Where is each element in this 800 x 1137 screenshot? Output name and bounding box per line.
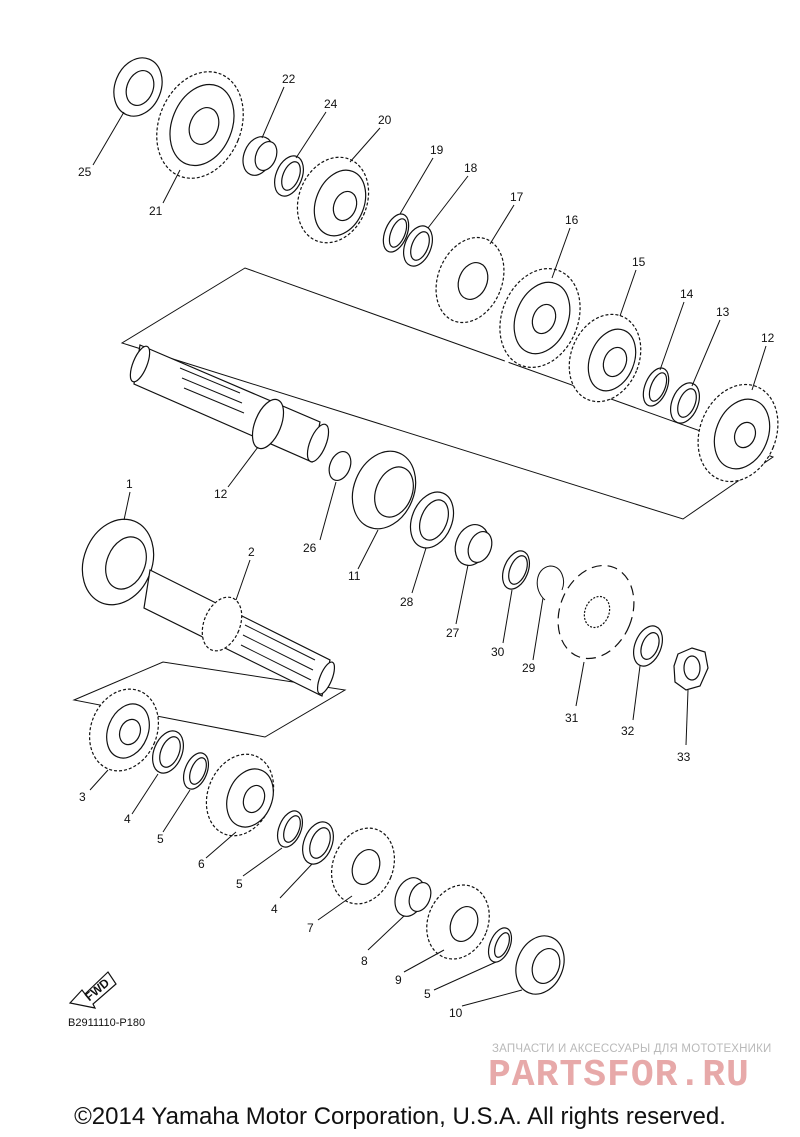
label-part-25: 25 — [78, 165, 92, 179]
part-9-gear[interactable] — [416, 876, 500, 969]
label-part-17: 16 — [565, 213, 579, 227]
part-5-circlip-middle[interactable] — [273, 807, 308, 850]
part-17-gear[interactable] — [486, 256, 595, 379]
part-labels: 25 21 22 24 20 19 18 17 16 15 14 13 12 1… — [78, 72, 775, 1020]
part-30-washer[interactable] — [497, 547, 534, 593]
label-part-24: 24 — [324, 97, 338, 111]
part-12-main-axle[interactable] — [126, 344, 333, 465]
label-part-13: 12 — [761, 331, 775, 345]
part-32-lock-washer[interactable] — [628, 622, 668, 671]
part-16-gear[interactable] — [557, 304, 654, 413]
part-15-circlip[interactable] — [638, 364, 673, 409]
part-33-nut[interactable] — [673, 647, 709, 691]
main-axle-frame — [120, 267, 775, 520]
part-27-collar[interactable] — [449, 520, 496, 571]
label-part-5-middle: 5 — [236, 877, 243, 891]
label-part-19: 18 — [464, 161, 478, 175]
label-part-1: 1 — [126, 477, 133, 491]
label-part-6: 6 — [198, 857, 205, 871]
label-part-30: 30 — [491, 645, 505, 659]
part-19-washer[interactable] — [398, 222, 438, 271]
watermark-logo: PARTSFOR.RU — [488, 1054, 750, 1097]
part-11-bearing[interactable] — [341, 442, 427, 539]
label-part-21: 20 — [378, 113, 392, 127]
part-23-bushing[interactable] — [238, 132, 281, 180]
diagram-code: B2911110-P180 — [68, 1017, 146, 1029]
label-part-33: 33 — [677, 750, 691, 764]
label-part-15: 14 — [680, 287, 694, 301]
part-5-circlip-lower[interactable] — [484, 925, 516, 966]
copyright-notice: ©2014 Yamaha Motor Corporation, U.S.A. A… — [74, 1103, 726, 1130]
label-part-12: 12 — [214, 487, 228, 501]
part-13-gear[interactable] — [684, 372, 792, 493]
label-part-23: 22 — [282, 72, 296, 86]
part-4-washer-upper[interactable] — [147, 726, 189, 777]
label-part-18: 17 — [510, 190, 524, 204]
part-21-gear[interactable] — [285, 146, 381, 253]
label-part-11: 11 — [348, 569, 361, 583]
label-part-4-upper: 4 — [124, 812, 131, 826]
label-part-10: 10 — [449, 1006, 463, 1020]
part-7-gear[interactable] — [321, 819, 406, 914]
part-4-washer-lower[interactable] — [297, 817, 339, 868]
part-8-bushing[interactable] — [390, 873, 435, 921]
label-part-22: 21 — [149, 204, 163, 218]
label-part-28: 28 — [400, 595, 414, 609]
label-part-20: 19 — [430, 143, 444, 157]
part-2-drive-axle[interactable] — [143, 569, 338, 697]
label-part-7: 7 — [307, 921, 314, 935]
part-28-oil-seal[interactable] — [403, 486, 462, 555]
label-part-8: 8 — [361, 954, 368, 968]
label-part-14: 13 — [716, 305, 730, 319]
label-part-5-upper: 5 — [157, 832, 164, 846]
part-31-sprocket[interactable] — [545, 554, 648, 670]
part-25-bearing[interactable] — [105, 51, 170, 124]
label-part-29: 29 — [522, 661, 536, 675]
label-part-4-lower: 4 — [271, 902, 278, 916]
part-1-bearing[interactable] — [70, 508, 166, 615]
label-part-16: 15 — [632, 255, 646, 269]
label-part-2: 2 — [248, 545, 255, 559]
label-part-26: 26 — [303, 541, 317, 555]
part-3-gear[interactable] — [78, 679, 171, 782]
label-part-27: 27 — [446, 626, 460, 640]
part-14-washer[interactable] — [665, 379, 705, 428]
drive-axle-frame — [72, 661, 347, 738]
part-6-gear[interactable] — [195, 744, 286, 846]
label-part-3: 3 — [79, 790, 86, 804]
part-29-circlip[interactable] — [536, 565, 564, 601]
part-24-washer[interactable] — [269, 152, 309, 201]
part-20-circlip[interactable] — [378, 210, 413, 255]
part-10-bearing[interactable] — [507, 929, 572, 1002]
leader-lines — [89, 86, 767, 1007]
part-26-o-ring[interactable] — [325, 448, 355, 483]
label-part-31: 31 — [565, 711, 579, 725]
fwd-arrow-icon: FWD — [68, 971, 117, 1009]
part-18-gear[interactable] — [424, 227, 516, 333]
label-part-9: 9 — [395, 973, 402, 987]
label-part-32: 32 — [621, 724, 635, 738]
label-part-5-lower: 5 — [424, 987, 431, 1001]
watermark-tagline: ЗАПЧАСТИ И АКСЕССУАРЫ ДЛЯ МОТОТЕХНИКИ — [492, 1043, 772, 1055]
part-22-gear[interactable] — [141, 59, 258, 192]
part-5-circlip-upper[interactable] — [179, 749, 214, 792]
